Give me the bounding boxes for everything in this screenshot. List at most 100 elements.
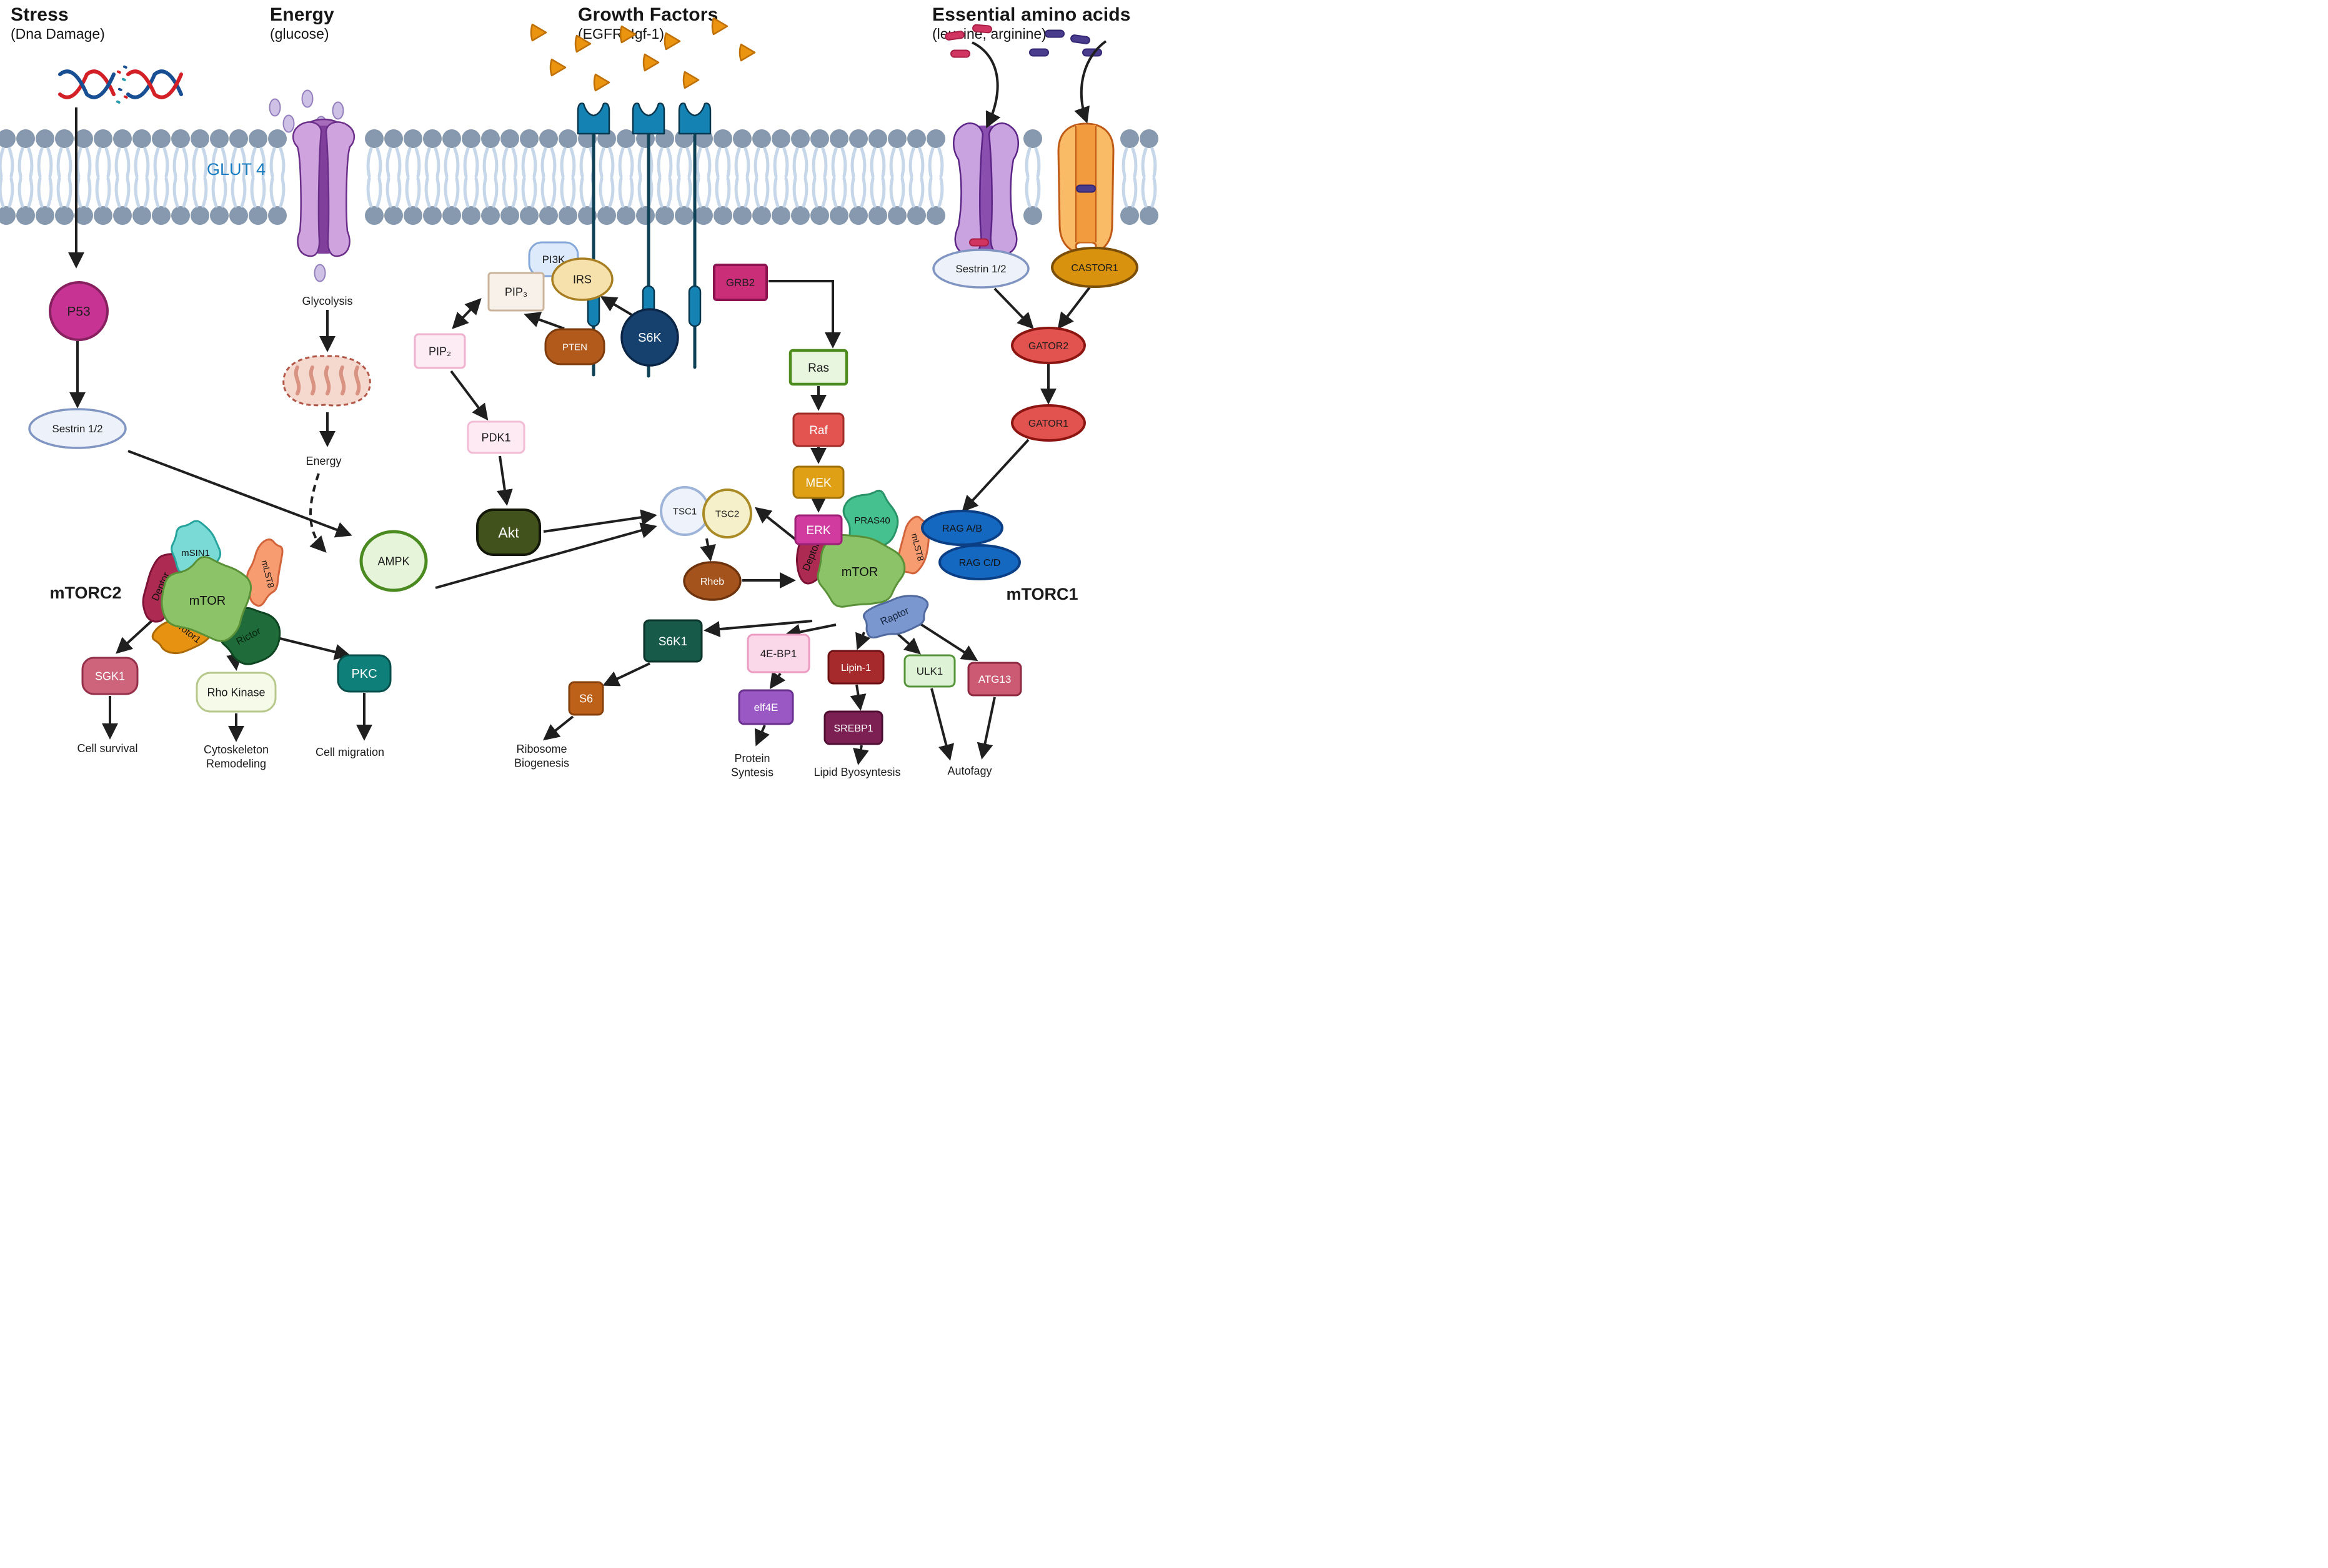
label-glycolysis: Glycolysis: [302, 295, 352, 307]
node-atg13-label: ATG13: [978, 673, 1012, 685]
membrane-tail: [754, 177, 770, 208]
membrane-head: [74, 129, 93, 148]
membrane-head: [94, 129, 112, 148]
membrane-tail: [657, 177, 673, 208]
glut4-channel: [292, 121, 322, 257]
node-rho-kinase: [196, 672, 277, 713]
membrane-head: [772, 206, 790, 225]
membrane-tail: [366, 147, 382, 178]
dna-fragment: [121, 77, 126, 81]
membrane-tail: [540, 177, 557, 208]
node-ulk1: [903, 654, 956, 688]
arrow-elf4e-to-protein: [754, 725, 770, 747]
mitochondria-cristae: [324, 365, 331, 395]
membrane-tail: [95, 177, 111, 208]
membrane-tail: [754, 147, 770, 178]
node-sestrin-right: [932, 249, 1030, 289]
membrane-head: [365, 206, 384, 225]
icon-layer: [58, 17, 1115, 407]
dna-strand: [126, 69, 183, 99]
membrane-tail: [734, 177, 750, 208]
membrane-tail: [17, 177, 34, 208]
membrane-tail: [773, 177, 789, 208]
membrane-tail: [599, 147, 615, 178]
node-sestrin-left: [28, 408, 127, 449]
membrane-head: [171, 129, 190, 148]
membrane-head: [791, 206, 810, 225]
membrane-head: [171, 206, 190, 225]
membrane-head: [481, 206, 500, 225]
node-atg13: [967, 662, 1022, 697]
node-s6k-label: S6K: [638, 331, 662, 345]
membrane-tail: [192, 177, 208, 208]
arrow-arginine-into-channel: [1074, 40, 1107, 124]
complex-mtorc1-raptor: [862, 595, 929, 639]
membrane-head: [1120, 129, 1139, 148]
membrane-tail: [560, 177, 576, 208]
membrane-tail: [444, 177, 460, 208]
node-pip2: [414, 333, 466, 369]
amino-acid-icon: [1029, 48, 1049, 57]
node-pten-label: PTEN: [562, 342, 587, 352]
arrow-lipin1-to-srebp1: [850, 684, 867, 711]
node-grb2-label: GRB2: [726, 277, 755, 289]
membrane-tail: [250, 177, 266, 208]
dna-fragment: [116, 100, 121, 104]
pathway-figure: Stress (Dna Damage) Energy (glucose) Gro…: [0, 0, 1164, 784]
arrow-s6k1-to-s6: [602, 662, 650, 687]
dna-fragment: [122, 65, 127, 69]
dna-strand: [126, 69, 183, 99]
membrane-tail: [463, 177, 479, 208]
membrane-tail: [192, 147, 208, 178]
node-lipin1: [827, 650, 885, 685]
amino-acid-icon: [1070, 34, 1090, 44]
membrane-head: [617, 129, 635, 148]
membrane-tail: [482, 177, 499, 208]
arrow-leucine-into-channel: [972, 41, 1001, 129]
arrow-mtorc1-to-4ebp1: [784, 623, 837, 640]
membrane-tail: [695, 177, 712, 208]
membrane-head: [384, 129, 403, 148]
membrane-head: [791, 129, 810, 148]
membrane-tail: [812, 177, 828, 208]
membrane-tail: [153, 147, 169, 178]
membrane-tail: [850, 177, 867, 208]
node-grb2: [713, 264, 768, 301]
node-ulk1-label: ULK1: [917, 665, 943, 677]
membrane-tail: [134, 147, 150, 178]
membrane-tail: [114, 177, 131, 208]
node-ras: [788, 349, 848, 386]
arrow-tsc-to-rheb: [700, 538, 716, 562]
complex-mtorc1-pras40-label: PRAS40: [854, 515, 890, 526]
membrane-head: [500, 206, 519, 225]
glucose-icon: [269, 98, 281, 117]
node-p53: [49, 281, 109, 341]
membrane-head: [636, 206, 655, 225]
membrane-head: [539, 206, 558, 225]
node-irs-label: IRS: [573, 273, 592, 285]
receptor-cup: [632, 102, 665, 135]
membrane-tail: [231, 177, 247, 208]
membrane-head: [152, 206, 171, 225]
amino-acid-icon: [969, 238, 989, 247]
membrane-tail: [114, 147, 131, 178]
growth-factor-icon: [664, 32, 681, 51]
node-s6: [568, 681, 604, 716]
membrane-head: [733, 129, 752, 148]
amino-acid-icon: [1076, 184, 1096, 193]
glucose-icon: [332, 101, 344, 120]
membrane-head: [481, 129, 500, 148]
membrane-tail: [211, 177, 227, 208]
node-rag-ab: [921, 510, 1003, 546]
node-akt: [476, 509, 541, 556]
membrane-head: [404, 206, 422, 225]
membrane-head: [772, 129, 790, 148]
membrane-head: [384, 206, 403, 225]
membrane-head: [423, 129, 442, 148]
membrane-head: [810, 206, 829, 225]
membrane-tail: [172, 177, 189, 208]
